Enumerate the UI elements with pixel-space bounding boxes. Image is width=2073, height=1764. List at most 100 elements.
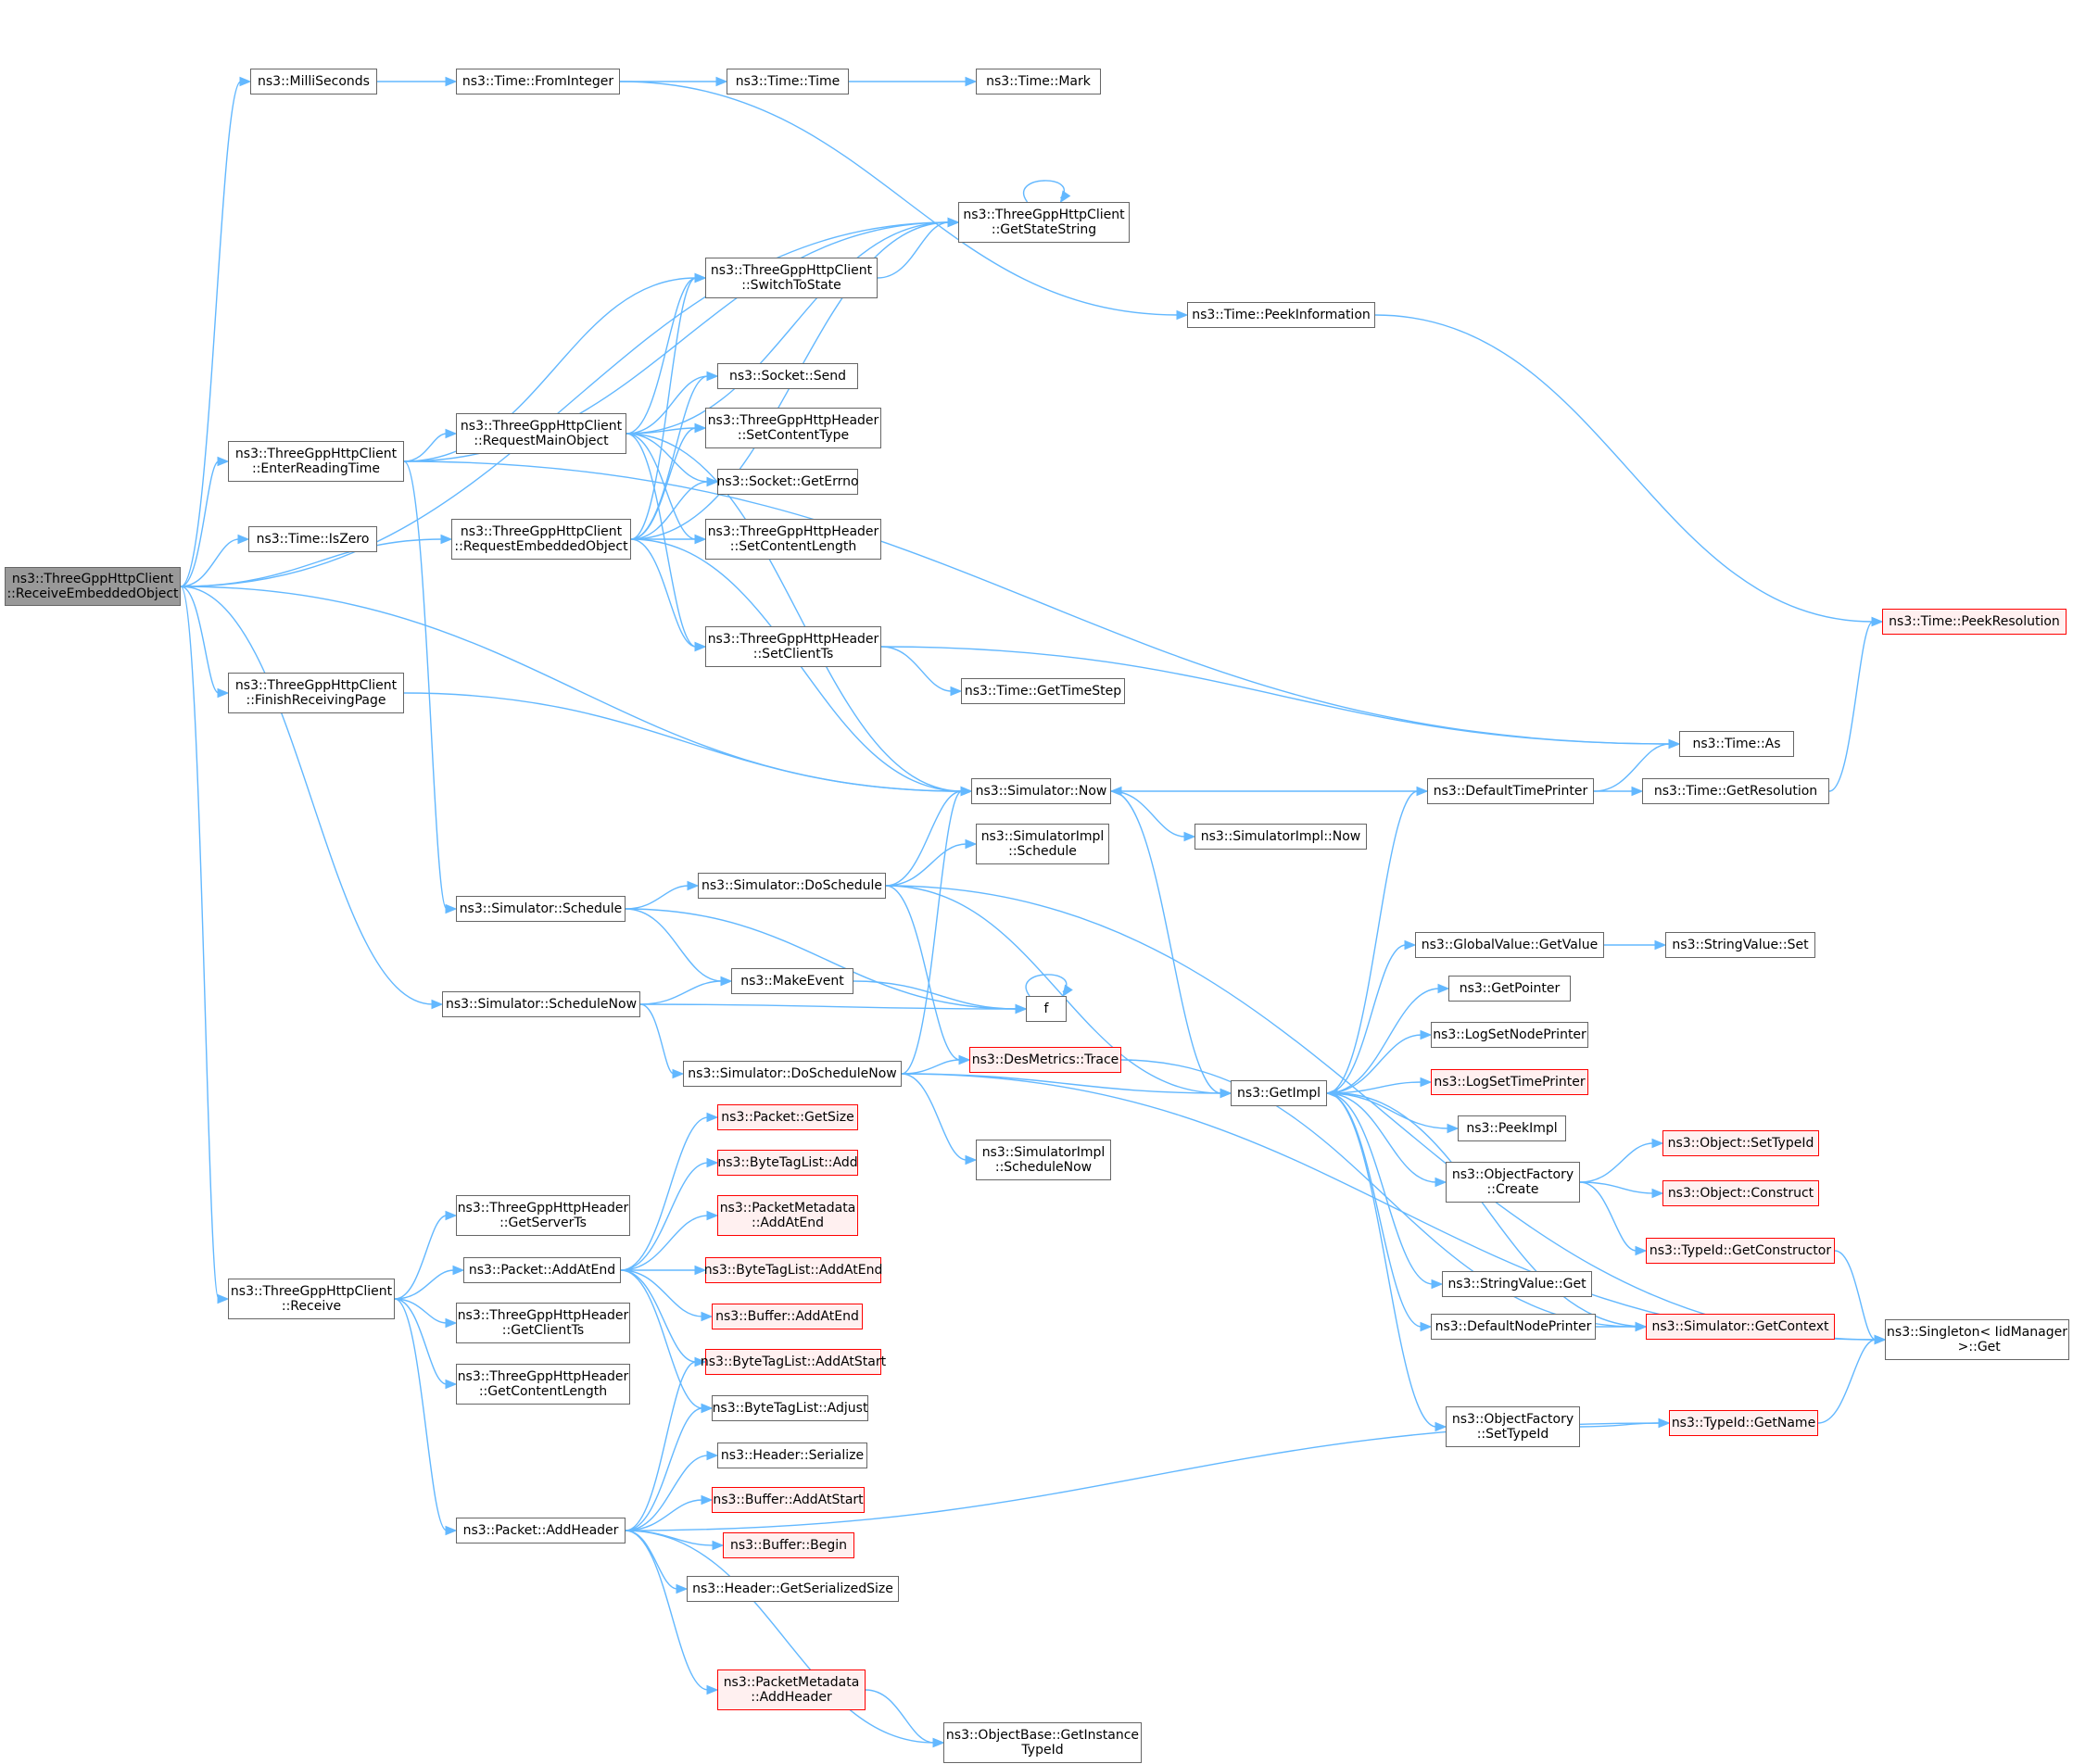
node-peekres[interactable]: ns3::Time::PeekResolution [1882, 609, 2067, 635]
node-getinsttid[interactable]: ns3::ObjectBase::GetInstance TypeId [943, 1722, 1142, 1763]
node-logstp[interactable]: ns3::LogSetTimePrinter [1431, 1069, 1588, 1095]
node-btladdatstart[interactable]: ns3::ByteTagList::AddAtStart [701, 1349, 886, 1375]
node-getstate[interactable]: ns3::ThreeGppHttpClient ::GetStateString [958, 202, 1130, 243]
node-label: ns3::SimulatorImpl ::ScheduleNow [981, 1145, 1106, 1175]
node-btladdatend[interactable]: ns3::ByteTagList::AddAtEnd [704, 1257, 882, 1283]
node-label: ns3::Singleton< IidManager >::Get [1887, 1325, 2067, 1354]
edge-paddatend-to-pgetsize [620, 1112, 719, 1271]
edge-receive-to-getclientts [394, 1298, 458, 1329]
node-defnp[interactable]: ns3::DefaultNodePrinter [1431, 1314, 1596, 1340]
node-implnow[interactable]: ns3::SimulatorImpl::Now [1195, 824, 1367, 850]
node-as[interactable]: ns3::Time::As [1679, 731, 1794, 757]
node-implsched[interactable]: ns3::SimulatorImpl ::Schedule [976, 824, 1109, 864]
node-pmaddatend[interactable]: ns3::PacketMetadata ::AddAtEnd [717, 1195, 858, 1236]
node-paddatend[interactable]: ns3::Packet::AddAtEnd [463, 1257, 621, 1283]
edge-ofcreate-to-settypeid [1579, 1138, 1664, 1183]
node-getpointer[interactable]: ns3::GetPointer [1448, 976, 1571, 1002]
node-label: ns3::MilliSeconds [258, 74, 370, 89]
node-settypeid[interactable]: ns3::Object::SetTypeId [1662, 1130, 1819, 1156]
node-paddheader[interactable]: ns3::Packet::AddHeader [456, 1518, 626, 1544]
node-getctor[interactable]: ns3::TypeId::GetConstructor [1646, 1238, 1835, 1264]
node-implschednow[interactable]: ns3::SimulatorImpl ::ScheduleNow [976, 1140, 1111, 1180]
edge-paddheader-to-getinsttid [625, 1530, 945, 1748]
node-setclen[interactable]: ns3::ThreeGppHttpHeader ::SetContentLeng… [705, 519, 881, 560]
node-svset[interactable]: ns3::StringValue::Set [1665, 932, 1815, 958]
node-f[interactable]: f [1026, 996, 1067, 1022]
node-getimpl[interactable]: ns3::GetImpl [1231, 1080, 1327, 1106]
node-label: ns3::ObjectBase::GetInstance TypeId [945, 1728, 1140, 1758]
node-makeevent[interactable]: ns3::MakeEvent [731, 968, 853, 994]
edge-schednow-to-doschednow [639, 1003, 685, 1079]
node-switch[interactable]: ns3::ThreeGppHttpClient ::SwitchToState [705, 258, 878, 298]
node-timetime[interactable]: ns3::Time::Time [727, 69, 849, 94]
node-getcontext[interactable]: ns3::Simulator::GetContext [1646, 1314, 1835, 1340]
node-finish[interactable]: ns3::ThreeGppHttpClient ::FinishReceivin… [228, 673, 404, 713]
node-pmaddheader[interactable]: ns3::PacketMetadata ::AddHeader [717, 1670, 866, 1710]
node-getclientts[interactable]: ns3::ThreeGppHttpHeader ::GetClientTs [456, 1303, 630, 1343]
node-buffbegin[interactable]: ns3::Buffer::Begin [723, 1532, 854, 1558]
node-peekinfo[interactable]: ns3::Time::PeekInformation [1187, 302, 1375, 328]
node-svget[interactable]: ns3::StringValue::Get [1442, 1271, 1592, 1297]
node-setcts[interactable]: ns3::ThreeGppHttpHeader ::SetClientTs [705, 626, 881, 667]
node-label: ns3::SimulatorImpl::Now [1200, 829, 1361, 844]
node-hdrserialize[interactable]: ns3::Header::Serialize [717, 1443, 867, 1468]
node-geterrno[interactable]: ns3::Socket::GetErrno [716, 469, 859, 495]
node-mark[interactable]: ns3::Time::Mark [976, 69, 1101, 94]
node-doschednow[interactable]: ns3::Simulator::DoScheduleNow [683, 1061, 902, 1087]
node-fromint[interactable]: ns3::Time::FromInteger [456, 69, 620, 94]
node-dosched[interactable]: ns3::Simulator::DoSchedule [698, 873, 886, 899]
node-buffaddatend[interactable]: ns3::Buffer::AddAtEnd [712, 1304, 863, 1329]
edge-getres-to-peekres [1828, 616, 1884, 792]
node-label: ns3::PacketMetadata ::AddHeader [723, 1675, 860, 1705]
node-objconstruct[interactable]: ns3::Object::Construct [1662, 1180, 1819, 1206]
edge-paddatend-to-btladd [620, 1157, 719, 1271]
node-reqemb[interactable]: ns3::ThreeGppHttpClient ::RequestEmbedde… [451, 519, 631, 560]
node-sched[interactable]: ns3::Simulator::Schedule [456, 896, 626, 922]
node-timestep[interactable]: ns3::Time::GetTimeStep [961, 678, 1125, 704]
node-label: ns3::DefaultTimePrinter [1433, 784, 1588, 799]
node-peekimpl[interactable]: ns3::PeekImpl [1458, 1115, 1566, 1141]
node-singleton[interactable]: ns3::Singleton< IidManager >::Get [1885, 1319, 2069, 1360]
node-getclen[interactable]: ns3::ThreeGppHttpHeader ::GetContentLeng… [456, 1364, 630, 1405]
node-ofsettypeid[interactable]: ns3::ObjectFactory ::SetTypeId [1446, 1406, 1580, 1447]
node-pgetsize[interactable]: ns3::Packet::GetSize [717, 1104, 858, 1130]
edge-schednow-to-makeevent [639, 976, 733, 1005]
node-label: ns3::Object::Construct [1667, 1186, 1814, 1201]
node-schednow[interactable]: ns3::Simulator::ScheduleNow [442, 991, 640, 1017]
node-send[interactable]: ns3::Socket::Send [717, 363, 858, 389]
node-trace[interactable]: ns3::DesMetrics::Trace [969, 1047, 1121, 1073]
edge-receive-to-getserverts [394, 1210, 458, 1300]
node-iszero[interactable]: ns3::Time::IsZero [248, 526, 377, 552]
node-root[interactable]: ns3::ThreeGppHttpClient ::ReceiveEmbedde… [5, 567, 181, 606]
edge-paddheader-to-hdrserialize [625, 1450, 719, 1531]
node-hdrgetsize[interactable]: ns3::Header::GetSerializedSize [687, 1576, 899, 1602]
node-enterread[interactable]: ns3::ThreeGppHttpClient ::EnterReadingTi… [228, 441, 404, 482]
edge-getimpl-to-gvgetvalue [1326, 939, 1417, 1094]
edge-enterread-to-reqmain [403, 428, 458, 462]
node-getname[interactable]: ns3::TypeId::GetName [1669, 1410, 1818, 1436]
edge-enterread-to-sched [403, 460, 458, 914]
node-deftp[interactable]: ns3::DefaultTimePrinter [1427, 778, 1594, 804]
edge-pmaddheader-to-getinsttid [865, 1689, 945, 1748]
node-label: ns3::Time::PeekResolution [1889, 614, 2060, 629]
node-label: ns3::Time::GetTimeStep [964, 684, 1122, 699]
node-getserverts[interactable]: ns3::ThreeGppHttpHeader ::GetServerTs [456, 1195, 630, 1236]
edge-paddheader-to-pmaddheader [625, 1530, 719, 1695]
node-logsnp[interactable]: ns3::LogSetNodePrinter [1431, 1022, 1588, 1048]
node-millis[interactable]: ns3::MilliSeconds [250, 69, 377, 94]
node-buffaddatstart[interactable]: ns3::Buffer::AddAtStart [712, 1487, 865, 1513]
node-btladd[interactable]: ns3::ByteTagList::Add [717, 1150, 858, 1176]
edge-receive-to-paddatend [394, 1265, 465, 1300]
node-getres[interactable]: ns3::Time::GetResolution [1642, 778, 1829, 804]
node-reqmain[interactable]: ns3::ThreeGppHttpClient ::RequestMainObj… [456, 413, 626, 454]
node-receive[interactable]: ns3::ThreeGppHttpClient ::Receive [228, 1279, 395, 1319]
node-label: ns3::Simulator::Now [975, 784, 1107, 799]
node-label: ns3::Buffer::AddAtEnd [715, 1309, 859, 1324]
node-ofcreate[interactable]: ns3::ObjectFactory ::Create [1446, 1162, 1580, 1203]
node-gvgetvalue[interactable]: ns3::GlobalValue::GetValue [1415, 932, 1604, 958]
node-setctype[interactable]: ns3::ThreeGppHttpHeader ::SetContentType [705, 408, 881, 448]
node-now[interactable]: ns3::Simulator::Now [971, 778, 1111, 804]
edge-root-to-finish [180, 586, 230, 699]
node-btladjust[interactable]: ns3::ByteTagList::Adjust [712, 1395, 868, 1421]
